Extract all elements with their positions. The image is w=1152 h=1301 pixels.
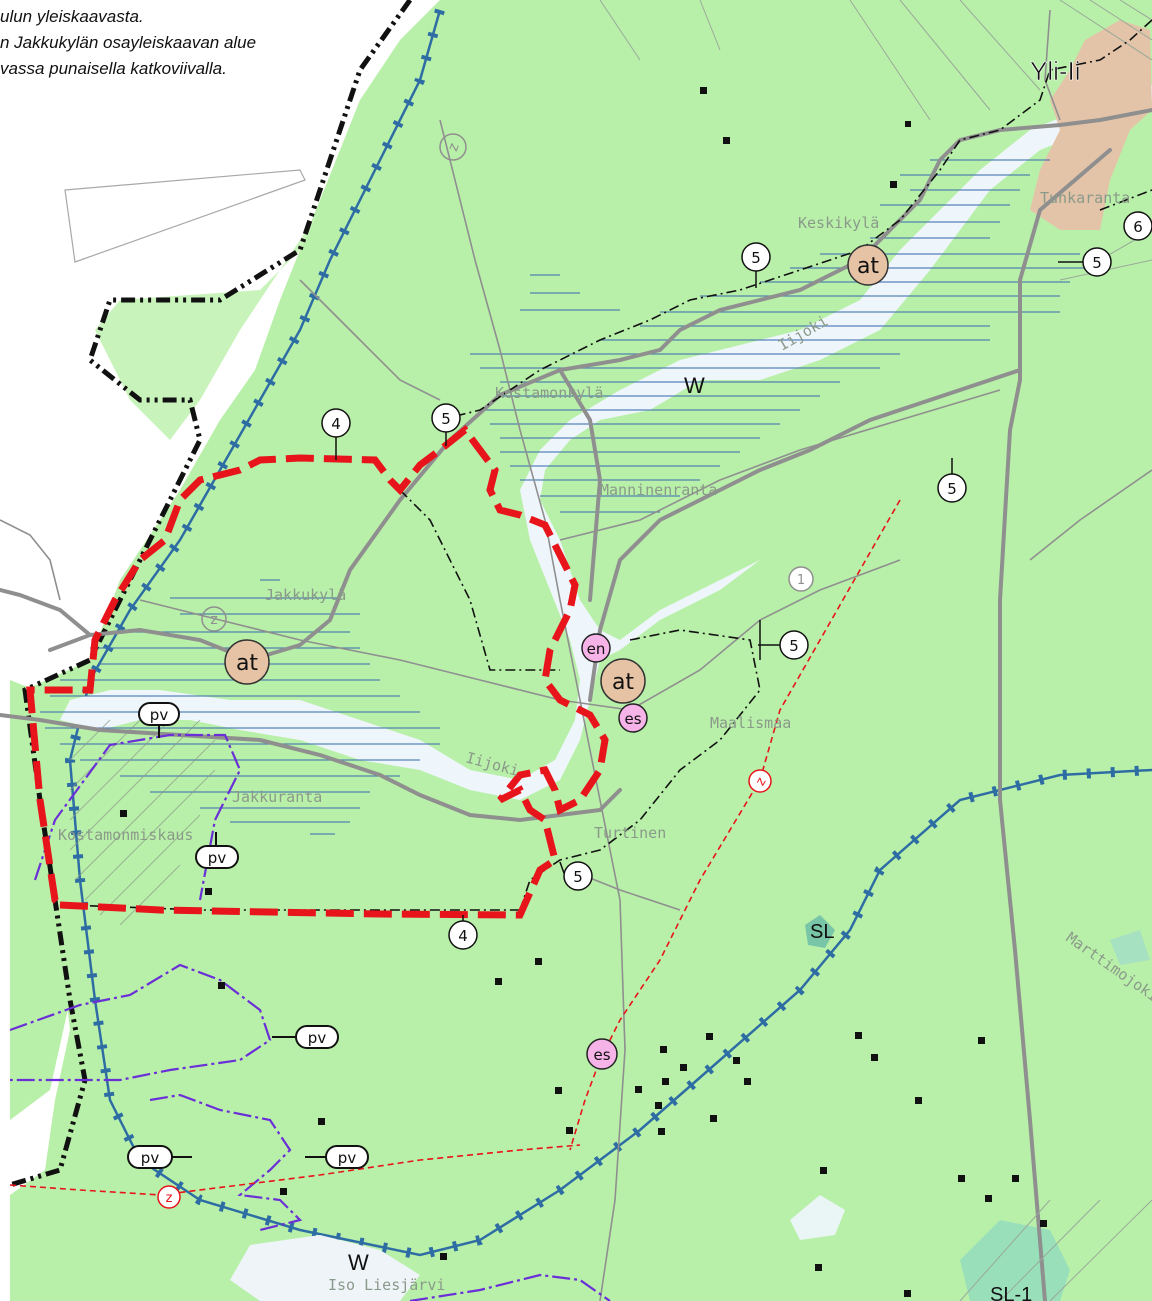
es-symbol-south: es <box>586 1038 618 1070</box>
es-symbol-center: es <box>618 703 648 733</box>
place-tunkaranta: Tunkaranta <box>1040 189 1130 207</box>
lake-marttimo <box>1110 930 1150 965</box>
place-keskikyla: Keskikylä <box>798 214 879 232</box>
pv-text: pv <box>308 1029 327 1047</box>
road-number-5-a: 5 <box>431 403 461 446</box>
place-kostamonkyla: Kostamonkylä <box>495 384 603 402</box>
road-number: 5 <box>751 249 761 267</box>
at-symbol-keskikyla: at <box>847 244 889 286</box>
road-number-5-d: 5 <box>937 458 967 503</box>
land-area-west <box>10 680 70 1120</box>
es-label: es <box>593 1046 610 1064</box>
road-number-5-c: 5 <box>1058 247 1112 277</box>
place-kostamonmiskaus: Kostamonmiskaus <box>58 826 193 844</box>
place-maalismaa: Maalismaa <box>710 714 791 732</box>
at-label: at <box>612 670 634 695</box>
regional-boundary-west <box>68 9 1152 1257</box>
roads <box>0 108 1152 1301</box>
road-number: 5 <box>1092 254 1102 272</box>
road-number-4-top: 4 <box>321 408 351 460</box>
place-turtinen: Turtinen <box>594 824 666 842</box>
place-iso-liesjarvi: Iso Liesjärvi <box>328 1276 445 1294</box>
road-number-4-bottom: 4 <box>448 915 478 950</box>
en-symbol: en <box>581 633 611 663</box>
at-label: at <box>857 254 879 279</box>
road-number: 6 <box>1133 218 1143 236</box>
road-number-6: 6 <box>1123 211 1152 241</box>
area-label-sl: SL <box>810 921 834 943</box>
road-number-5-e: 5 <box>758 620 809 660</box>
z-symbol-red-east: z <box>748 769 772 793</box>
field-outline <box>64 169 306 263</box>
road-number-5-b: 5 <box>741 242 771 288</box>
es-label: es <box>624 710 641 728</box>
plan-boundary-jakkukyla <box>26 425 609 919</box>
z-symbol-red-south: z <box>157 1185 181 1209</box>
place-jakkuranta: Jakkuranta <box>232 788 322 806</box>
caption-line-3: vassa punaisella katkoviivalla. <box>0 59 227 78</box>
z-label: z <box>210 612 217 628</box>
road-number-1: 1 <box>788 566 814 592</box>
pv-label-1: pv <box>138 702 180 738</box>
pv-label-4: pv <box>127 1145 192 1169</box>
place-manninenranta: Manninenranta <box>600 481 717 499</box>
place-yli-ii: Yli-Ii <box>1030 56 1081 86</box>
lake-iso-liesjarvi <box>230 1235 420 1301</box>
road-number: 5 <box>573 868 583 886</box>
pv-text: pv <box>141 1149 160 1167</box>
caption-line-2: n Jakkukylän osayleiskaavan alue <box>0 33 257 52</box>
powerlines <box>9 499 901 1196</box>
place-jakkukyla: Jakkukylä <box>265 586 346 604</box>
road-number: 4 <box>458 927 468 945</box>
road-number: 5 <box>947 480 957 498</box>
road-number: 5 <box>441 410 451 428</box>
at-symbol-center: at <box>600 658 646 704</box>
en-label: en <box>587 640 606 658</box>
lake-sl <box>805 915 835 948</box>
map-caption: ulun yleiskaavasta. n Jakkukylän osaylei… <box>0 4 256 82</box>
land-area-north-west <box>95 210 320 440</box>
area-label-w-lower: W <box>348 1250 369 1275</box>
area-label-sl1: SL-1 <box>990 1284 1032 1301</box>
road-number: 5 <box>789 637 799 655</box>
z-symbol-grey-jakkukyla: z <box>201 606 227 632</box>
road-number: 4 <box>331 415 341 433</box>
road-number: 1 <box>797 573 805 588</box>
at-symbol-jakkukyla: at <box>224 639 270 685</box>
z-label: z <box>166 1191 173 1206</box>
at-label: at <box>236 651 258 676</box>
lake-lower-right <box>790 1195 845 1240</box>
pv-text: pv <box>208 849 227 867</box>
settlement-yli-ii <box>1030 20 1152 230</box>
building-markers <box>120 87 1047 1297</box>
purple-routes <box>9 733 611 1301</box>
caption-line-1: ulun yleiskaavasta. <box>0 7 144 26</box>
pv-label-5: pv <box>305 1145 369 1169</box>
road-number-5-f: 5 <box>559 861 593 891</box>
pv-text: pv <box>338 1149 357 1167</box>
area-label-w-upper: W <box>684 373 705 398</box>
municipal-boundary <box>9 0 413 1188</box>
pv-label-2: pv <box>195 832 239 869</box>
pv-text: pv <box>150 706 169 724</box>
pv-label-3: pv <box>272 1025 339 1049</box>
